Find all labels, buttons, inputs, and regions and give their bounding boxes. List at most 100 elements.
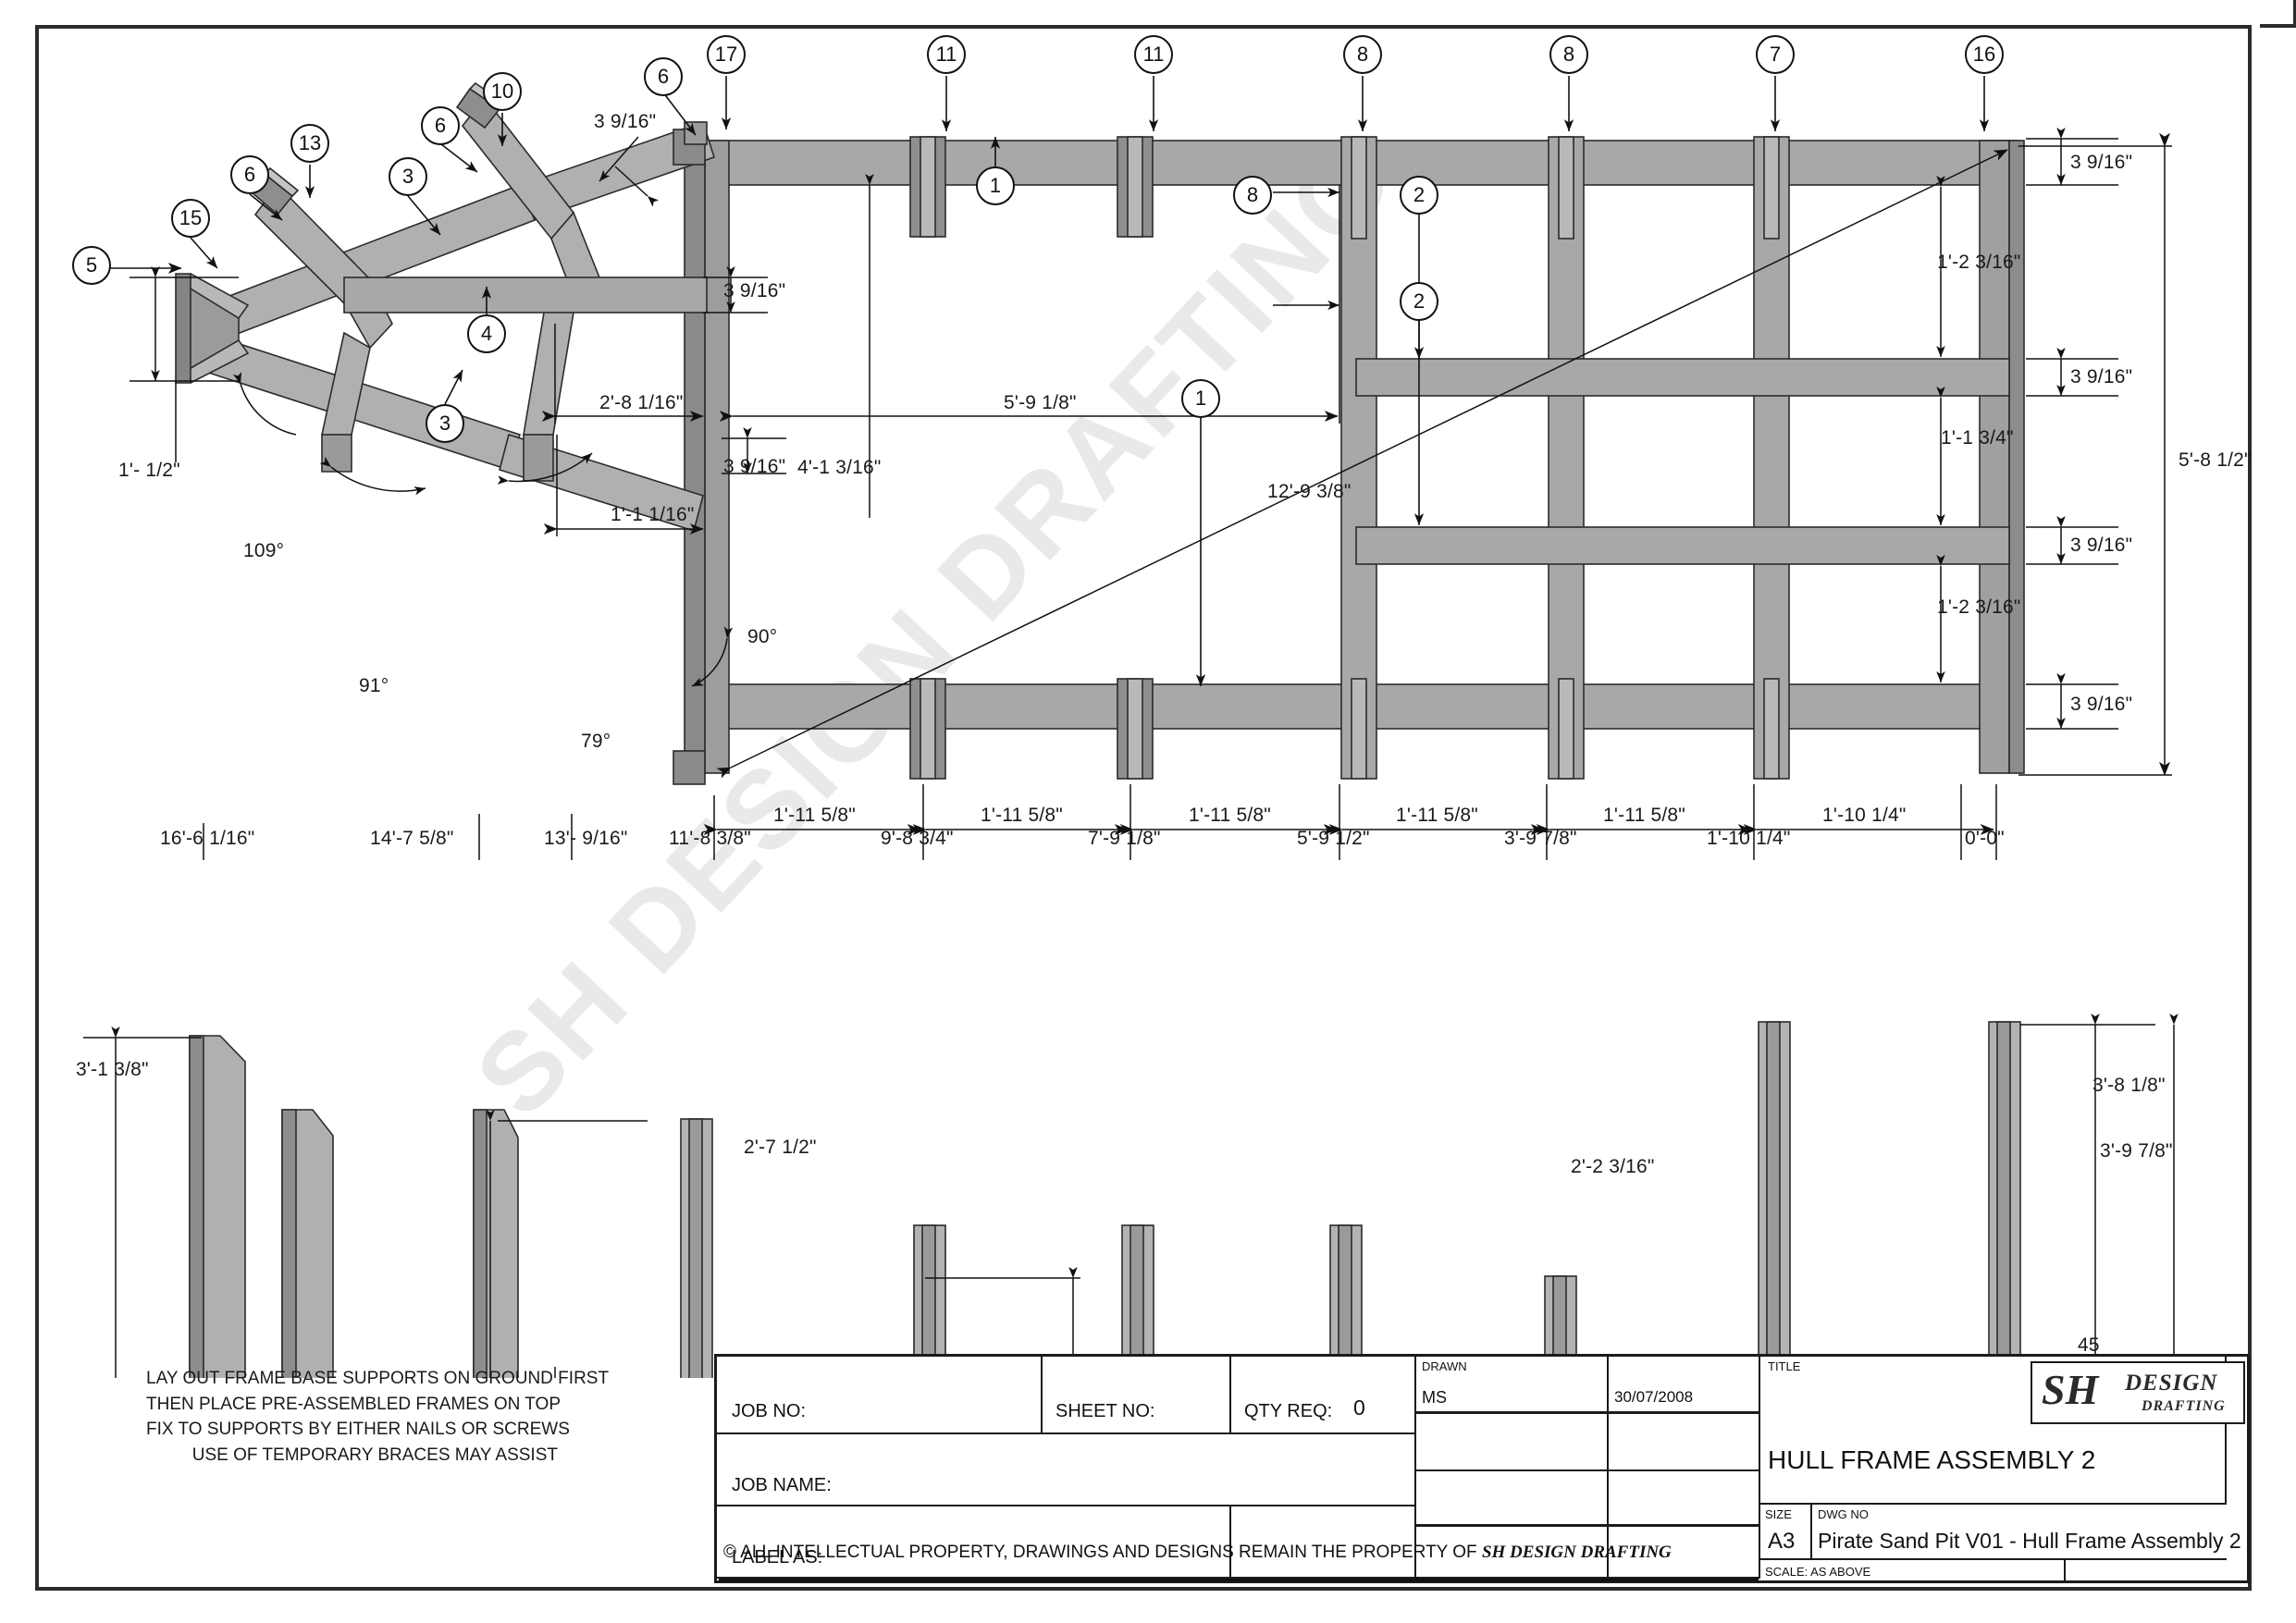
copyright-line: © ALL INTELLECTUAL PROPERTY, DRAWINGS AN…: [723, 1543, 1672, 1563]
sheet-no-label: SHEET NO:: [1055, 1401, 1155, 1421]
scale-cell: [1760, 1560, 2066, 1583]
drawn-label: DRAWN: [1422, 1359, 1467, 1373]
station-gap-3: 1'-11 5/8": [1396, 805, 1478, 826]
balloon-number: 5: [85, 253, 98, 277]
balloon-callout-17[interactable]: 17: [707, 35, 746, 74]
balloon-callout-1[interactable]: 1: [1181, 379, 1220, 418]
balloon-callout-2[interactable]: 2: [1400, 282, 1438, 321]
dim-overall-height: 5'-8 1/2": [2179, 449, 2252, 471]
dim-bow-offset: 1'-1 1/16": [611, 504, 695, 525]
logo-drafting-text: DRAFTING: [2142, 1398, 2226, 1414]
dim-right-1: 1'-2 3/16": [1937, 252, 2021, 273]
title-label: TITLE: [1768, 1359, 1801, 1373]
sheet-no-cell: [1043, 1357, 1231, 1434]
label-as-label: LABEL AS:: [732, 1547, 823, 1568]
balloon-callout-16[interactable]: 16: [1965, 35, 2004, 74]
dim-stern-overall: 3'-9 7/8": [2100, 1140, 2173, 1162]
station-label-3: 5'-9 1/2": [1297, 828, 1370, 849]
balloon-callout-2[interactable]: 2: [1400, 176, 1438, 215]
dim-right-2: 3 9/16": [2070, 366, 2133, 387]
balloon-callout-1[interactable]: 1: [976, 166, 1015, 205]
assembly-note-line-4: USE OF TEMPORARY BRACES MAY ASSIST: [191, 1445, 558, 1465]
angle-79: 79°: [581, 731, 611, 752]
dim-right-0: 3 9/16": [2070, 152, 2133, 173]
station-gap-5: 1'-10 1/4": [1822, 805, 1907, 826]
balloon-callout-11[interactable]: 11: [1134, 35, 1173, 74]
dim-thickness-a: 3 9/16": [594, 111, 657, 132]
size-value: A3: [1768, 1529, 1796, 1554]
balloon-number: 16: [1972, 43, 1996, 66]
balloon-callout-15[interactable]: 15: [171, 199, 210, 238]
balloon-callout-6[interactable]: 6: [421, 106, 460, 145]
station-label-1: 9'-8 3/4": [881, 828, 954, 849]
dim-left-3: 13'- 9/16": [544, 828, 628, 849]
dim-left-1: 16'-6 1/16": [160, 828, 255, 849]
dim-stern-post: 3'-8 1/8": [2092, 1075, 2166, 1096]
angle-109: 109°: [243, 540, 285, 561]
station-gap-1: 1'-11 5/8": [981, 805, 1063, 826]
balloon-number: 8: [1562, 43, 1575, 66]
dim-right-6: 3 9/16": [2070, 694, 2133, 715]
copyright-rule: [719, 1579, 1759, 1581]
balloon-callout-8[interactable]: 8: [1549, 35, 1588, 74]
balloon-number: 1: [989, 174, 1002, 197]
rev-row-1-b: [1609, 1414, 1760, 1471]
balloon-callout-11[interactable]: 11: [927, 35, 966, 74]
balloon-number: 1: [1194, 387, 1207, 410]
sheet-border: [35, 25, 2252, 1591]
balloon-callout-3[interactable]: 3: [426, 404, 464, 443]
corner-marker-top-right: [2260, 0, 2296, 28]
station-gap-4: 1'-11 5/8": [1603, 805, 1685, 826]
job-no-cell: [717, 1357, 1043, 1434]
balloon-number: 8: [1356, 43, 1369, 66]
dim-diagonal: 12'-9 3/8": [1267, 481, 1352, 502]
drawn-date-cell: [1609, 1357, 1760, 1414]
dim-left-2: 14'-7 5/8": [370, 828, 454, 849]
balloon-number: 2: [1413, 183, 1426, 206]
balloon-callout-6[interactable]: 6: [230, 155, 269, 194]
dim-right-4: 3 9/16": [2070, 535, 2133, 556]
rev-row-2-b: [1609, 1471, 1760, 1527]
balloon-number: 17: [714, 43, 738, 66]
dim-bow-height: 1'- 1/2": [118, 460, 180, 481]
angle-90: 90°: [747, 626, 778, 647]
copyright-company: SH DESIGN DRAFTING: [1481, 1543, 1672, 1562]
dim-right-5: 1'-2 3/16": [1937, 596, 2021, 618]
balloon-number: 4: [480, 322, 493, 345]
qty-req-value: 0: [1353, 1396, 1365, 1420]
label-as-cell: [717, 1506, 1231, 1579]
size-cell: [1760, 1505, 1812, 1560]
balloon-callout-8[interactable]: 8: [1233, 176, 1272, 215]
drawn-by: MS: [1422, 1388, 1447, 1407]
dim-thickness-c: 3 9/16": [723, 280, 786, 301]
balloon-callout-3[interactable]: 3: [389, 157, 427, 196]
balloon-callout-8[interactable]: 8: [1343, 35, 1382, 74]
rev-row-1-a: [1416, 1414, 1609, 1471]
balloon-number: 7: [1769, 43, 1782, 66]
rev-row-3-a: [1416, 1527, 1609, 1579]
balloon-callout-4[interactable]: 4: [467, 314, 506, 353]
balloon-callout-6[interactable]: 6: [644, 57, 683, 96]
balloon-callout-10[interactable]: 10: [483, 72, 522, 111]
balloon-number: 15: [179, 206, 203, 229]
angle-91: 91°: [359, 675, 389, 696]
balloon-callout-7[interactable]: 7: [1756, 35, 1795, 74]
station-label-2: 7'-9 1/8": [1088, 828, 1161, 849]
dwg-no-value: Pirate Sand Pit V01 - Hull Frame Assembl…: [1818, 1529, 2241, 1553]
title-cell: [1760, 1357, 2227, 1505]
dim-inner-height: 4'-1 3/16": [797, 457, 882, 478]
size-label: SIZE: [1765, 1507, 1792, 1521]
balloon-callout-5[interactable]: 5: [72, 246, 111, 285]
rev-row-2-a: [1416, 1471, 1609, 1527]
dim-tall-post: 3'-1 3/8": [76, 1059, 149, 1080]
title-value: HULL FRAME ASSEMBLY 2: [1768, 1445, 2096, 1474]
assembly-note-line-1: LAY OUT FRAME BASE SUPPORTS ON GROUND FI…: [146, 1369, 610, 1388]
balloon-callout-13[interactable]: 13: [290, 124, 329, 163]
job-no-label: JOB NO:: [732, 1401, 807, 1421]
dim-thickness-b: 3 9/16": [723, 456, 786, 477]
balloon-number: 11: [1142, 43, 1165, 66]
elevation-view-geometry: [83, 1014, 2179, 1378]
dim-bow-run: 2'-8 1/16": [599, 392, 684, 413]
dim-upper-width: 5'-9 1/8": [1004, 392, 1077, 413]
dim-short-post: 2'-2 3/16": [1571, 1156, 1655, 1177]
